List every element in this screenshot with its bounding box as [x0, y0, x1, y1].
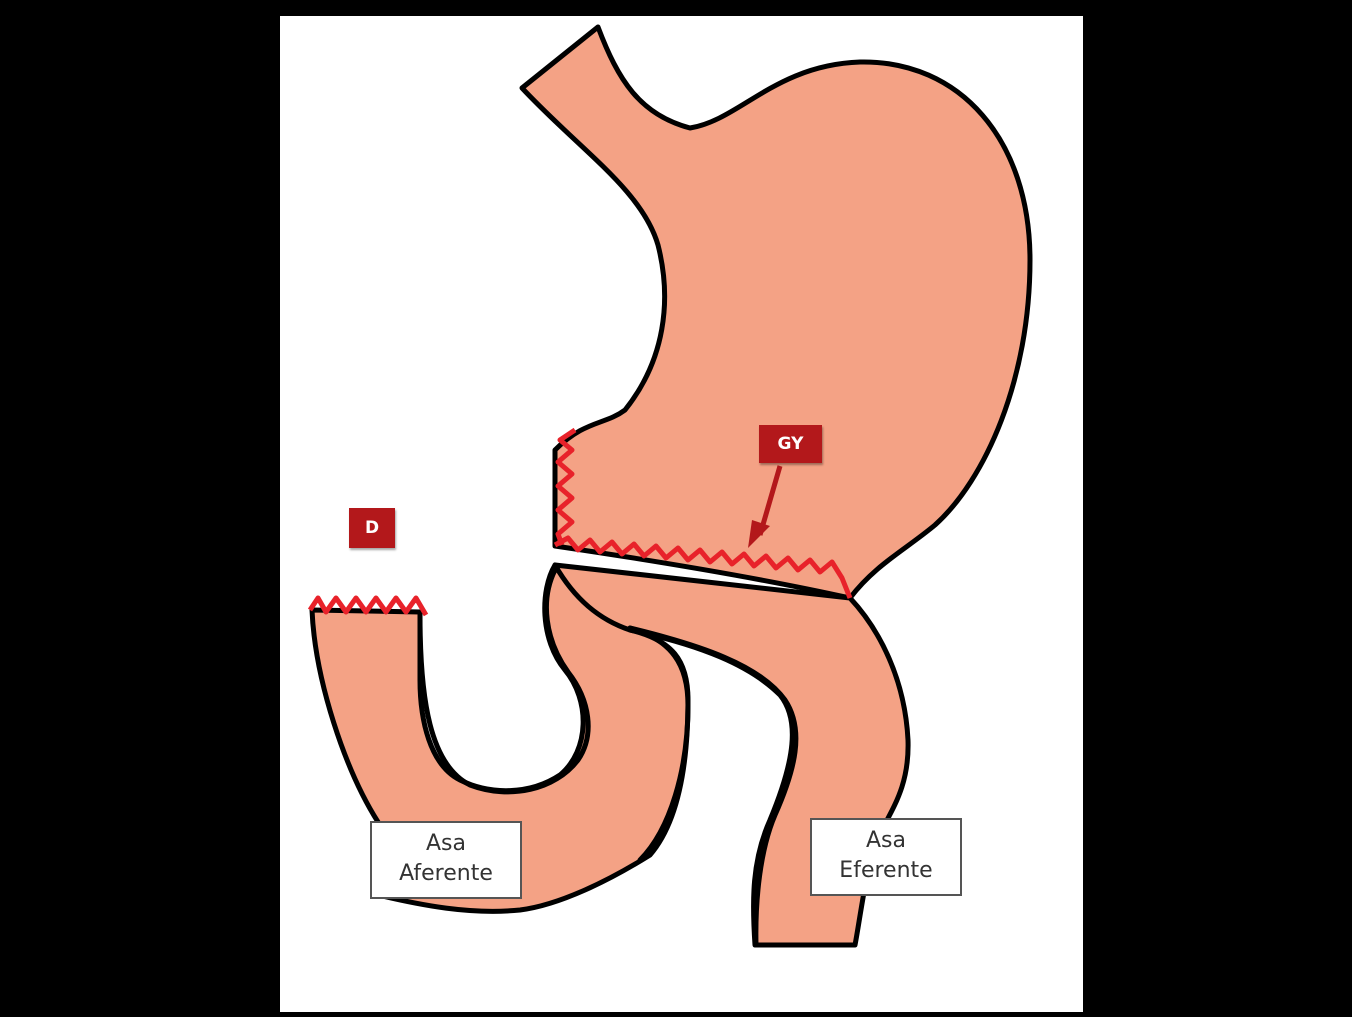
efferent-loop-label: Asa Eferente — [810, 818, 962, 896]
stomach-shape — [522, 27, 1030, 598]
efferent-label-line1: Asa — [812, 826, 960, 856]
afferent-loop-label: Asa Aferente — [370, 821, 522, 899]
duodenum-tag: D — [349, 508, 395, 548]
gastrojejunostomy-tag: GY — [759, 425, 822, 463]
afferent-label-line2: Aferente — [372, 859, 520, 889]
duodenal-stump-suture — [310, 598, 426, 615]
efferent-label-line2: Eferente — [812, 856, 960, 886]
afferent-label-line1: Asa — [372, 829, 520, 859]
